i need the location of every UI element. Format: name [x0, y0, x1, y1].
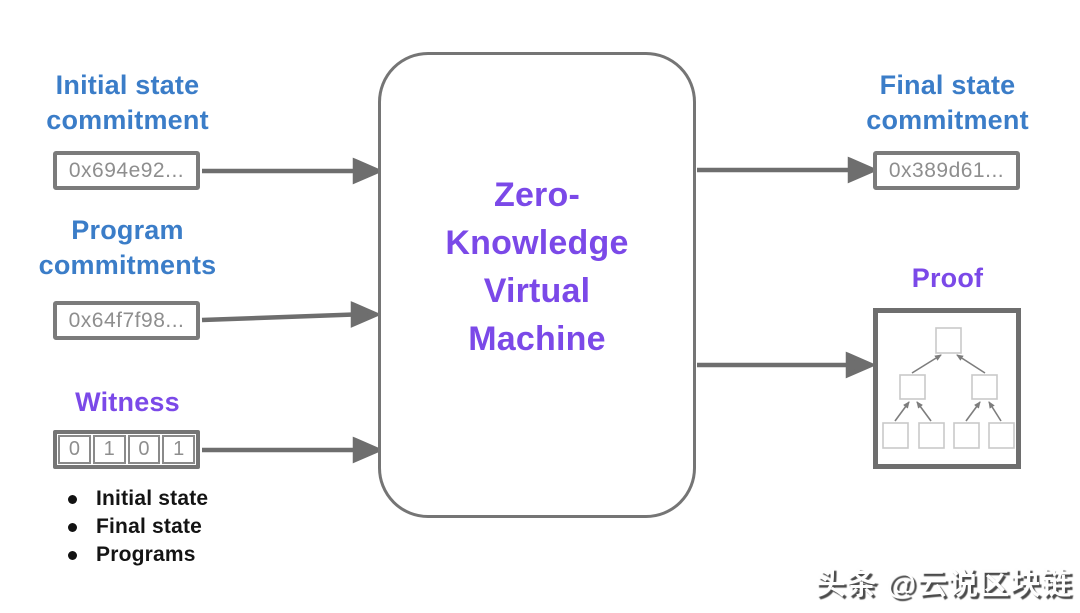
- final-state-commitment-label: Final state commitment: [820, 68, 1075, 138]
- bullet-dot: [68, 494, 77, 504]
- program-label-line2: commitments: [38, 250, 217, 280]
- arrow-witness-to-vm: [202, 436, 384, 464]
- initial-state-hash-box: 0x694e92...: [53, 151, 200, 190]
- zkvm-box: Zero- Knowledge Virtual Machine: [378, 52, 696, 518]
- note-final-state: Final state: [96, 515, 203, 538]
- witness-bit-3: 1: [162, 435, 195, 464]
- arrow-initial-state-to-vm: [202, 157, 384, 185]
- final-state-hash-value: 0x389d61...: [888, 158, 1005, 182]
- program-hash-value: 0x64f7f98...: [68, 308, 185, 332]
- final-state-label-line1: Final state: [879, 70, 1016, 100]
- tree-mid-node: [970, 373, 998, 400]
- witness-label: Witness: [75, 387, 180, 417]
- arrow-vm-to-proof: [697, 351, 877, 379]
- witness-bit-2: 0: [127, 435, 161, 464]
- zkvm-title-line4: Machine: [468, 320, 606, 358]
- note-programs: Programs: [96, 543, 196, 566]
- program-label-line1: Program: [71, 215, 184, 245]
- initial-state-label-line2: commitment: [46, 105, 209, 135]
- list-item: Final state: [60, 513, 290, 541]
- list-item: Initial state: [60, 485, 290, 513]
- tree-leaf-node: [952, 421, 980, 449]
- proof-label: Proof: [911, 263, 984, 293]
- initial-state-hash-value: 0x694e92...: [68, 158, 185, 182]
- witness-bits-box: 0 1 0 1: [53, 430, 200, 469]
- initial-state-label-line1: Initial state: [55, 70, 200, 100]
- toutiao-watermark: 头条 @云说区块链: [815, 568, 1072, 601]
- initial-state-commitment-label: Initial state commitment: [10, 68, 245, 138]
- zkvm-title-line2: Knowledge: [445, 224, 629, 262]
- tree-mid-node: [898, 373, 926, 400]
- note-initial-state: Initial state: [96, 487, 209, 510]
- final-state-label-line2: commitment: [866, 105, 1029, 135]
- proof-box: [873, 308, 1021, 469]
- witness-bit-0: 0: [58, 435, 91, 464]
- zkvm-title-line1: Zero-: [493, 176, 580, 214]
- program-hash-box: 0x64f7f98...: [53, 301, 200, 340]
- zkvm-title: Zero- Knowledge Virtual Machine: [445, 171, 628, 363]
- tree-leaf-node: [917, 421, 945, 449]
- bullet-dot: [68, 550, 77, 560]
- arrow-program-to-vm: [201, 301, 382, 328]
- tree-leaf-node: [987, 421, 1015, 449]
- tree-leaf-node: [881, 421, 909, 449]
- witness-notes-list: Initial state Final state Programs: [60, 485, 290, 569]
- tree-root-node: [934, 326, 962, 354]
- zkvm-title-line3: Virtual: [483, 272, 591, 310]
- list-item: Programs: [60, 541, 290, 569]
- program-commitments-label: Program commitments: [10, 213, 245, 283]
- witness-bit-1: 1: [92, 435, 126, 464]
- arrow-vm-to-final-state: [697, 156, 879, 184]
- bullet-dot: [68, 522, 77, 532]
- merkle-tree-diagram: [881, 326, 1015, 449]
- final-state-hash-box: 0x389d61...: [873, 151, 1020, 190]
